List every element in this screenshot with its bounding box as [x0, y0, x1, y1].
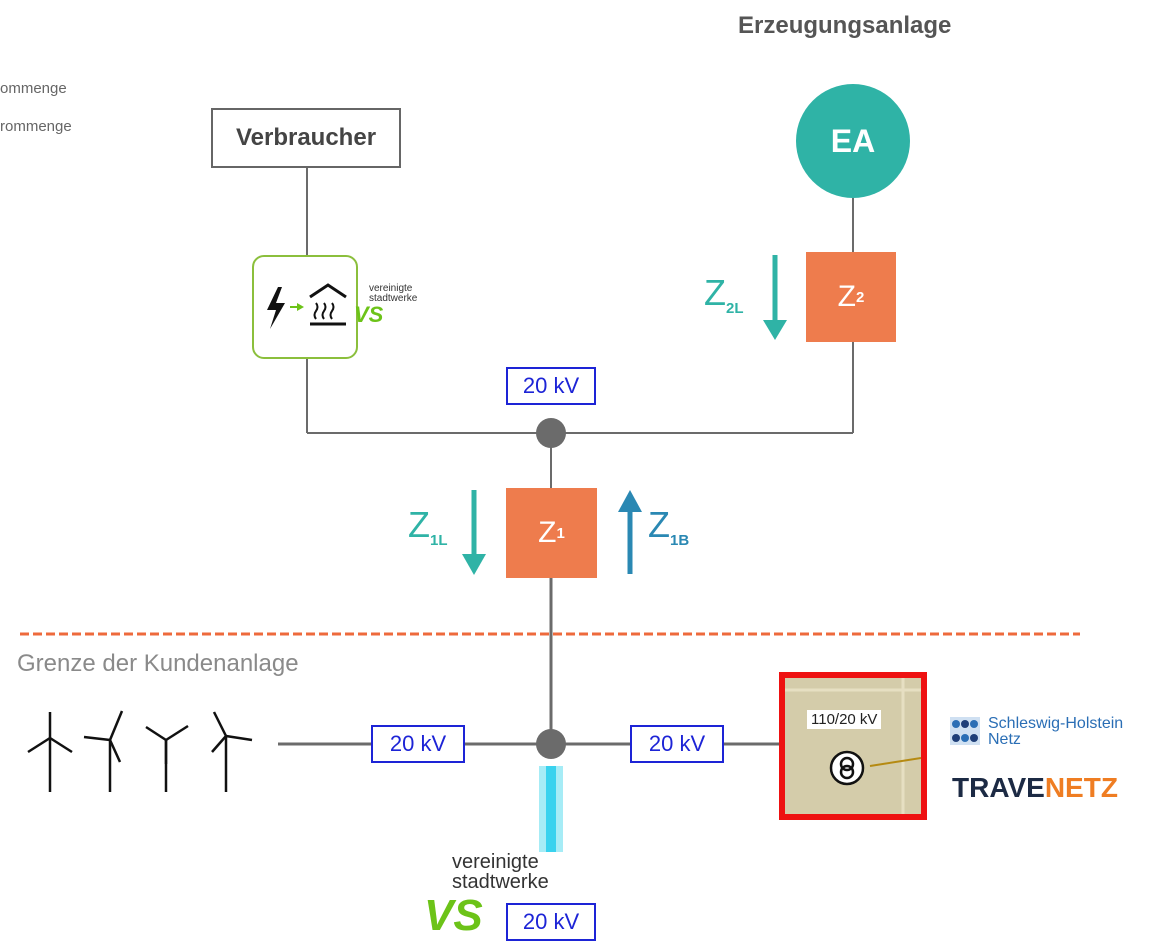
shn-line-2: Netz [988, 731, 1021, 748]
voltage-label-bottom: 20 kV [506, 903, 596, 941]
legend-item-1: ommenge [0, 80, 67, 97]
vs-bottom-line-2: stadtwerke [452, 871, 549, 893]
meter-z2-label: Z [837, 280, 856, 313]
consumer-box: Verbraucher [211, 108, 401, 168]
voltage-label-top-bus: 20 kV [506, 367, 596, 405]
vs-logo-small: vereinigte stadtwerke [369, 284, 417, 304]
heatpump-icon [267, 283, 347, 329]
meter-z2-sub: 2 [855, 288, 865, 306]
transformer-highlight: 110/20 kV [779, 672, 927, 820]
wind-turbine-icon [211, 711, 253, 792]
z2l-main: Z [704, 272, 726, 313]
z2l-label: Z2L [704, 272, 744, 317]
transformer-label: 110/20 kV [807, 710, 882, 729]
meter-z1-label: Z [538, 516, 557, 549]
travenetz-logo: TRAVENETZ [952, 772, 1118, 804]
schleswig-holstein-netz-logo-icon [950, 717, 980, 745]
voltage-label-right-line: 20 kV [630, 725, 724, 763]
heatpump-box [252, 255, 358, 359]
z1b-main: Z [648, 504, 670, 545]
vs-cable-core [546, 766, 556, 852]
generator-circle: EA [796, 84, 910, 198]
bottom-bus-node [536, 729, 566, 759]
z1b-sub: 1B [670, 532, 690, 549]
z1l-sub: 1L [430, 532, 448, 549]
z1l-main: Z [408, 504, 430, 545]
travenetz-part-1: TRAVE [952, 772, 1045, 803]
customer-boundary-label: Grenze der Kundenanlage [17, 650, 299, 677]
wind-turbine-icon [145, 724, 189, 792]
voltage-label-left-line: 20 kV [371, 725, 465, 763]
wind-turbine-icon [27, 712, 73, 792]
z1b-arrow [618, 490, 642, 574]
vs-small-line-2: stadtwerke [369, 293, 418, 304]
shn-line-1: Schleswig-Holstein [988, 715, 1124, 732]
z2l-sub: 2L [726, 300, 744, 317]
z2l-arrow [763, 255, 787, 340]
travenetz-part-2: NETZ [1044, 772, 1118, 803]
vs-mark-small: VS [354, 302, 384, 327]
vs-small-line-1: vereinigte [369, 283, 413, 294]
legend-item-2: rommenge [0, 118, 72, 135]
vs-mark-bottom: VS [424, 891, 483, 940]
vs-logo-bottom: vereinigte stadtwerke [452, 852, 549, 892]
schleswig-holstein-netz-logo: Schleswig-Holstein Netz [988, 716, 1123, 748]
z1l-label: Z1L [408, 504, 448, 549]
generation-plant-heading: Erzeugungsanlage [738, 12, 952, 39]
transformer-map [785, 678, 921, 814]
transformer-icon [829, 750, 865, 786]
wind-turbine-icon [83, 710, 124, 792]
top-bus-node [536, 418, 566, 448]
meter-z1-sub: 1 [556, 524, 565, 542]
z1b-label: Z1B [648, 504, 689, 549]
z1l-arrow [462, 490, 486, 575]
vs-bottom-line-1: vereinigte [452, 851, 539, 873]
